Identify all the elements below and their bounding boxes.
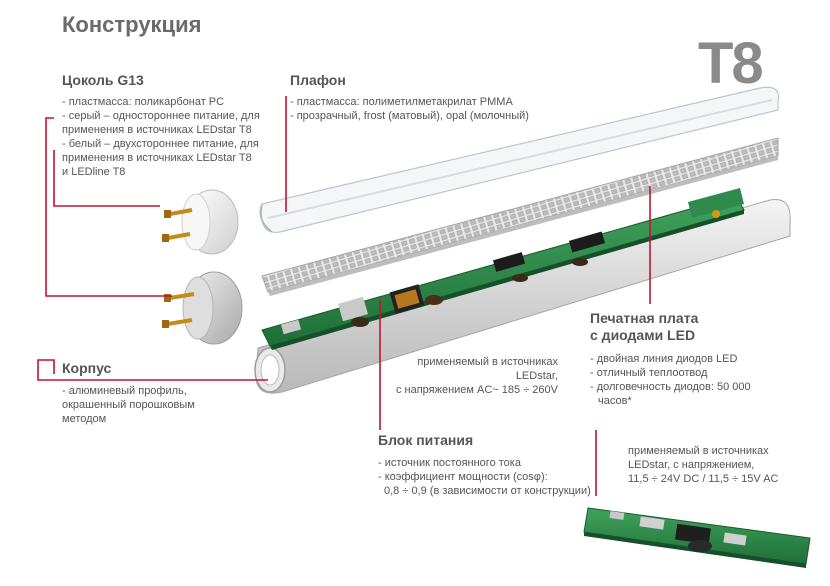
psu-note: применяемый в источниках LEDstar, с напр… [628,444,778,486]
housing-heading: Корпус [62,360,112,376]
leader-housing [37,359,268,381]
pcb-heading-line: Печатная плата [590,310,699,326]
end-cap-white [162,189,239,255]
psu-description: - источник постоянного тока - коэффициен… [378,456,591,498]
base-line: применения в источниках LEDstar T8 [62,152,252,164]
pcb-note-line: LEDstar, [515,370,558,382]
diffuser-heading: Плафон [290,72,346,88]
pcb-note-line: с напряжением AC~ 185 ÷ 260V [395,384,558,396]
housing-line: - алюминевый профиль, [62,385,187,397]
leader-lines [37,96,651,496]
diffuser-description: - пластмасса: полиметилметакрилат PMMA -… [290,95,529,123]
base-line: - белый – двухстороннее питание, для [62,138,259,150]
diffuser-line: - пластмасса: полиметилметакрилат PMMA [290,96,513,108]
leader-grey-cap [45,117,172,297]
page-title: Конструкция [62,12,202,37]
housing-description: - алюминевый профиль, окрашенный порошко… [62,384,195,426]
base-heading: Цоколь G13 [62,72,144,88]
pcb-line: - отличный теплоотвод [590,367,708,379]
base-description: - пластмасса: поликарбонат PC - серый – … [62,95,260,179]
base-line: - пластмасса: поликарбонат PC [62,96,225,108]
base-line: - серый – одностороннее питание, для [62,110,260,122]
base-line: применения в источниках LEDstar T8 [62,124,252,136]
t8-badge: T8 [698,31,764,96]
psu-note-line: 11,5 ÷ 24V DC / 11,5 ÷ 15V AC [628,473,779,485]
pcb-line: - долговечность диодов: 50 000 [590,381,751,393]
psu-board [583,507,811,568]
psu-heading: Блок питания [378,432,474,448]
psu-line: - источник постоянного тока [378,457,521,469]
psu-note-line: применяемый в источниках [628,445,769,457]
psu-line: 0,8 ÷ 0,9 (в зависимости от конструкции) [384,485,591,497]
pcb-heading-line: с диодами LED [590,327,696,343]
pcb-description: - двойная линия диодов LED - отличный те… [590,352,751,408]
base-line: и LEDline T8 [62,166,126,178]
housing-profile [254,198,791,394]
pcb-note-line: применяемый в источниках [417,356,558,368]
psu-line: - коэффициент мощности (cosφ): [378,471,548,483]
leader-white-cap [53,150,160,207]
pcb-line: часов* [598,395,632,407]
diffuser-line: - прозрачный, frost (матовый), opal (мол… [290,110,529,122]
psu-note-line: LEDstar, с напряжением, [628,459,755,471]
housing-line: методом [62,413,107,425]
housing-line: окрашенный порошковым [62,399,195,411]
diffuser-tube [259,86,780,234]
pcb-heading: Печатная плата с диодами LED [590,310,698,344]
pcb-line: - двойная линия диодов LED [590,353,738,365]
end-cap-grey [162,271,243,345]
main-pcb [261,188,745,350]
pcb-note: применяемый в источниках LEDstar, с напр… [380,355,558,397]
